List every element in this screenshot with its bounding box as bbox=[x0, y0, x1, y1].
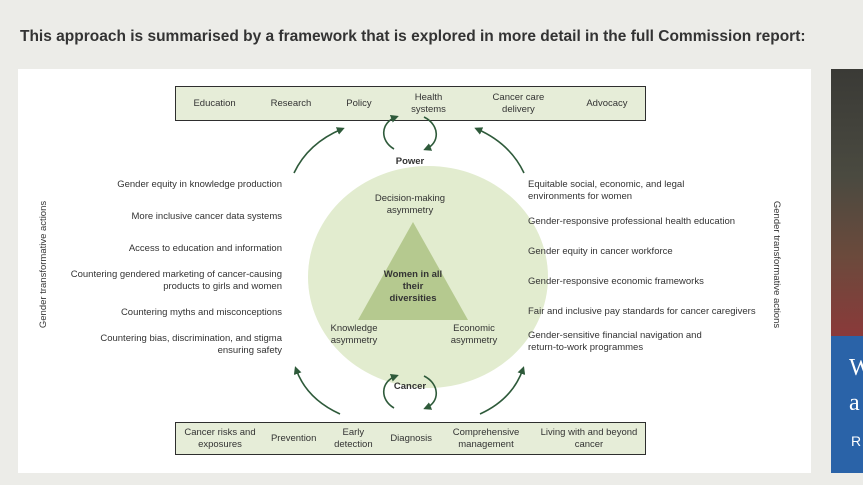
arrow-top-left bbox=[293, 127, 345, 174]
right-action-5: Fair and inclusive pay standards for can… bbox=[528, 306, 756, 317]
right-action-6: Gender-sensitive financial navigation an… bbox=[528, 330, 702, 353]
cancer-cycle-right bbox=[423, 375, 438, 410]
center-women-label: Women in all their diversities bbox=[383, 269, 443, 304]
top-item-cancer-care-delivery: Cancer care delivery bbox=[492, 91, 545, 115]
arrow-bottom-right bbox=[479, 366, 526, 415]
decision-making-asymmetry: Decision-making asymmetry bbox=[374, 193, 446, 216]
bottom-item-early-detection: Early detection bbox=[334, 426, 373, 450]
left-action-3: Access to education and information bbox=[128, 243, 282, 254]
feature-photo bbox=[831, 69, 863, 336]
left-action-5: Countering myths and misconceptions bbox=[120, 307, 282, 318]
arrow-bottom-left bbox=[293, 366, 341, 415]
left-action-6: Countering bias, discrimination, and sti… bbox=[100, 333, 282, 356]
side-feature-card[interactable]: W a R bbox=[831, 69, 863, 473]
bottom-item-management: Comprehensive management bbox=[452, 426, 520, 450]
bottom-continuum-bar: Cancer risks and exposures Prevention Ea… bbox=[175, 422, 646, 455]
top-item-advocacy: Advocacy bbox=[586, 97, 628, 109]
cancer-cycle-left bbox=[382, 374, 399, 409]
bottom-item-diagnosis: Diagnosis bbox=[390, 432, 433, 444]
power-cycle-left bbox=[382, 115, 399, 150]
arrow-top-right bbox=[474, 127, 525, 174]
cut-off-heading bbox=[0, 0, 863, 8]
power-cycle-right bbox=[423, 116, 438, 151]
feature-caption: W a R bbox=[831, 336, 863, 473]
top-item-health-systems: Health systems bbox=[411, 91, 446, 115]
top-domains-bar: Education Research Policy Health systems… bbox=[175, 86, 646, 121]
bottom-item-prevention: Prevention bbox=[270, 432, 317, 444]
right-action-2: Gender-responsive professional health ed… bbox=[528, 216, 736, 227]
left-action-4: Countering gendered marketing of cancer-… bbox=[70, 269, 282, 292]
left-action-2: More inclusive cancer data systems bbox=[131, 211, 282, 222]
framework-diagram: Education Research Policy Health systems… bbox=[18, 69, 811, 473]
top-item-policy: Policy bbox=[346, 97, 372, 109]
center-triangle bbox=[358, 222, 468, 320]
feature-line-2: a bbox=[849, 390, 860, 416]
gender-actions-right-label: Gender transformative actions bbox=[771, 200, 783, 329]
power-label: Power bbox=[395, 156, 425, 167]
left-action-1: Gender equity in knowledge production bbox=[117, 179, 282, 190]
intro-text: This approach is summarised by a framewo… bbox=[20, 28, 806, 45]
right-action-3: Gender equity in cancer workforce bbox=[528, 246, 673, 257]
cancer-label: Cancer bbox=[393, 381, 427, 392]
top-item-research: Research bbox=[270, 97, 312, 109]
knowledge-asymmetry: Knowledge asymmetry bbox=[330, 323, 378, 346]
feature-line-1: W bbox=[849, 355, 863, 381]
economic-asymmetry: Economic asymmetry bbox=[450, 323, 498, 346]
gender-actions-left-label: Gender transformative actions bbox=[38, 200, 50, 329]
top-item-education: Education bbox=[193, 97, 236, 109]
bottom-item-living-with: Living with and beyond cancer bbox=[540, 426, 638, 450]
feature-line-3: R bbox=[851, 433, 862, 449]
right-action-1: Equitable social, economic, and legal en… bbox=[528, 179, 685, 202]
arrows-layer bbox=[293, 115, 526, 415]
bottom-item-risks: Cancer risks and exposures bbox=[184, 426, 256, 450]
right-action-4: Gender-responsive economic frameworks bbox=[528, 276, 704, 287]
